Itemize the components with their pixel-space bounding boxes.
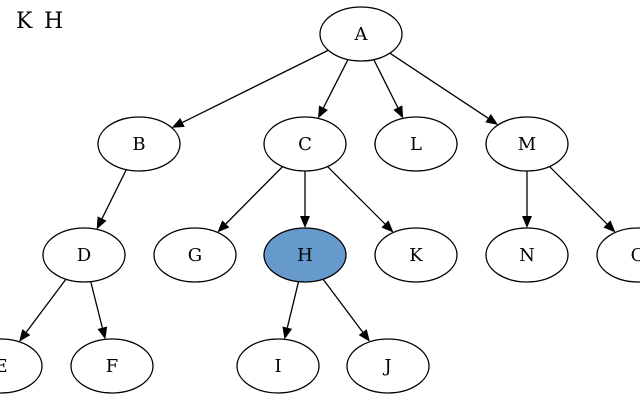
edge-c-k xyxy=(327,166,394,233)
node-ellipse xyxy=(97,116,181,172)
node-c: C xyxy=(263,116,347,172)
node-ellipse xyxy=(374,227,458,283)
node-b: B xyxy=(97,116,181,172)
edge-h-j xyxy=(322,278,370,342)
node-label: H xyxy=(297,245,313,266)
edge-b-d xyxy=(96,169,127,230)
node-ellipse xyxy=(42,227,126,283)
node-ellipse xyxy=(596,227,640,283)
edge-arrowhead xyxy=(522,216,532,228)
node-label: E xyxy=(0,356,8,377)
node-label: L xyxy=(410,134,422,155)
node-label: B xyxy=(132,134,145,155)
edge-arrowhead xyxy=(217,220,230,233)
edge-a-b xyxy=(171,49,329,128)
edge-arrowhead xyxy=(318,105,328,119)
node-l: L xyxy=(374,116,458,172)
edge-arrowhead xyxy=(358,329,370,342)
node-label: I xyxy=(274,356,281,377)
node-m: M xyxy=(485,116,569,172)
node-label: C xyxy=(298,134,312,155)
node-label: K xyxy=(409,245,423,266)
edge-h-i xyxy=(282,281,300,340)
edge-m-n xyxy=(522,171,532,228)
node-e: E xyxy=(0,338,43,394)
edge-arrowhead xyxy=(485,114,499,125)
edge-line xyxy=(286,281,300,328)
edge-a-l xyxy=(373,59,404,119)
edges-layer xyxy=(19,49,616,342)
edge-d-f xyxy=(90,281,108,340)
edge-line xyxy=(101,169,127,219)
node-ellipse xyxy=(153,227,237,283)
node-i: I xyxy=(236,338,320,394)
edge-arrowhead xyxy=(282,326,293,340)
edge-arrowhead xyxy=(393,105,404,119)
edge-line xyxy=(322,59,349,109)
node-label: J xyxy=(382,356,391,377)
edge-line xyxy=(373,59,399,108)
node-label: O xyxy=(631,245,640,266)
node-g: G xyxy=(153,227,237,283)
node-k: K xyxy=(374,227,458,283)
edge-arrowhead xyxy=(19,329,31,342)
edge-line xyxy=(322,278,364,333)
node-n: N xyxy=(485,227,569,283)
edge-c-h xyxy=(300,171,310,228)
node-ellipse xyxy=(70,338,154,394)
node-d: D xyxy=(42,227,126,283)
node-ellipse xyxy=(374,116,458,172)
node-h: H xyxy=(263,227,347,283)
edge-a-c xyxy=(318,59,349,119)
edge-line xyxy=(90,281,103,328)
node-label: N xyxy=(519,245,535,266)
node-ellipse xyxy=(263,116,347,172)
node-ellipse xyxy=(485,116,569,172)
edge-line xyxy=(25,278,67,333)
node-label: M xyxy=(518,134,536,155)
node-ellipse xyxy=(263,227,347,283)
edge-arrowhead xyxy=(381,220,394,233)
node-label: A xyxy=(354,24,369,45)
edge-line xyxy=(327,166,386,225)
node-ellipse xyxy=(236,338,320,394)
edge-arrowhead xyxy=(97,326,108,340)
corner-label-k: K xyxy=(16,9,33,34)
node-ellipse xyxy=(485,227,569,283)
edge-d-e xyxy=(19,278,67,342)
node-j: J xyxy=(346,338,430,394)
edge-line xyxy=(225,166,284,225)
node-label: F xyxy=(106,356,119,377)
node-ellipse xyxy=(346,338,430,394)
corner-label-h: H xyxy=(44,9,64,34)
edge-line xyxy=(389,52,489,119)
edge-c-g xyxy=(217,166,284,233)
edge-arrowhead xyxy=(171,117,185,128)
node-label: G xyxy=(188,245,202,266)
node-o: O xyxy=(596,227,640,283)
node-ellipse xyxy=(319,6,403,62)
edge-m-o xyxy=(549,166,616,233)
node-ellipse xyxy=(0,338,43,394)
node-f: F xyxy=(70,338,154,394)
node-a: A xyxy=(319,6,403,62)
edge-arrowhead xyxy=(96,216,107,230)
edge-arrowhead xyxy=(603,220,616,233)
edge-arrowhead xyxy=(300,216,310,228)
edge-line xyxy=(549,166,608,225)
edge-a-m xyxy=(389,52,499,125)
node-label: D xyxy=(77,245,91,266)
edge-line xyxy=(182,49,329,124)
